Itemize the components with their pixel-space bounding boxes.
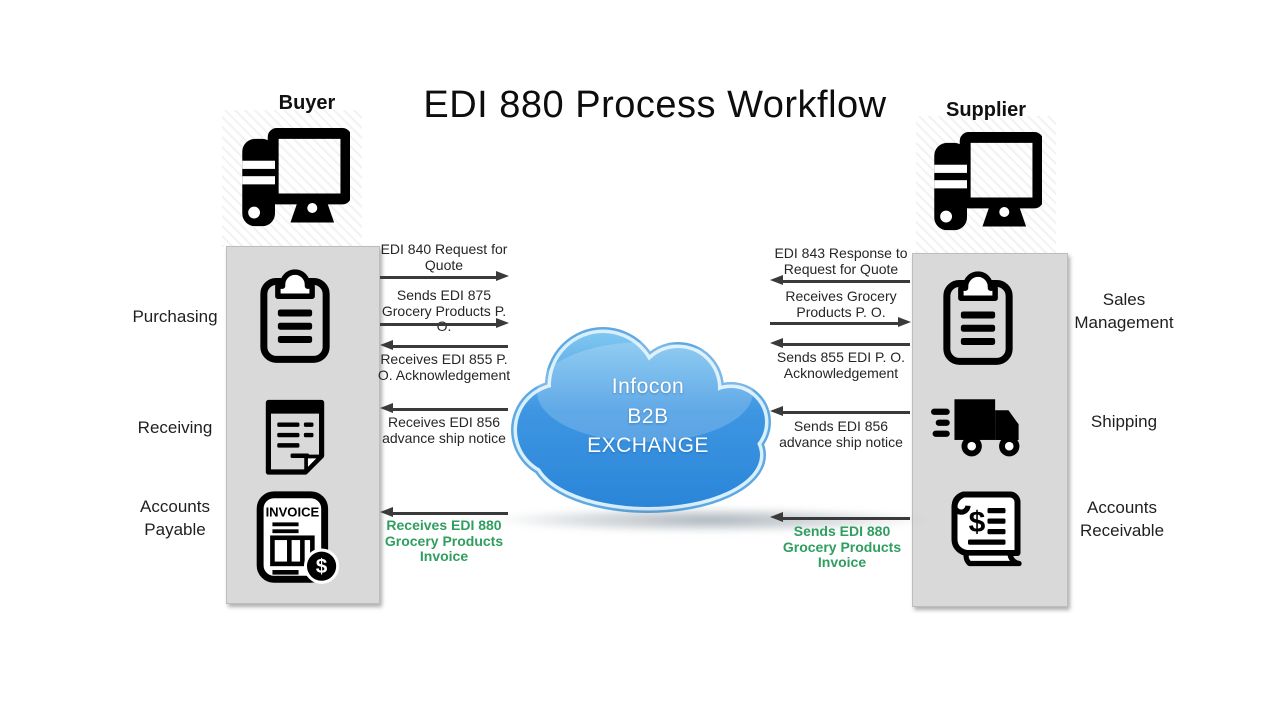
svg-text:INVOICE: INVOICE	[266, 504, 320, 519]
cloud-label: Infocon B2B EXCHANGE	[563, 372, 733, 461]
buyer-department-receiving: Receiving	[137, 418, 213, 437]
supplier-department-shipping: Shipping	[1090, 412, 1158, 431]
message-label-edi856: Receives EDI 856 advance ship notice	[382, 414, 506, 446]
arrow-sends855-left	[770, 338, 910, 348]
arrow-edi840-right	[380, 271, 509, 281]
receipt-icon: $	[951, 491, 1022, 567]
message-label-edi843: EDI 843 Response to Request for Quote	[774, 245, 908, 277]
message-label-sends856: Sends EDI 856 advance ship notice	[779, 418, 903, 450]
supplier-label: Supplier	[945, 99, 1026, 121]
svg-text:$: $	[969, 506, 986, 539]
svg-text:$: $	[316, 555, 328, 578]
supplier-department-accounts-receivable: Accounts Receivable	[1079, 498, 1165, 540]
document-icon	[265, 399, 325, 475]
clipboard-icon	[260, 269, 330, 363]
arrow-receives-po-right	[770, 317, 911, 327]
arrow-edi856-left	[380, 403, 508, 413]
arrow-sends880-left	[770, 512, 910, 522]
arrow-edi855-left	[380, 340, 508, 350]
buyer-label: Buyer	[278, 92, 336, 114]
cloud-label-line1: Infocon	[611, 375, 685, 398]
supplier-panel: $	[912, 253, 1068, 607]
cloud-shadow	[495, 507, 925, 533]
cloud-icon	[511, 327, 771, 513]
invoice-icon: INVOICE $	[256, 491, 340, 584]
message-label-receives-po: Receives Grocery Products P. O.	[785, 288, 897, 320]
message-label-edi880: Receives EDI 880 Grocery Products Invoic…	[384, 517, 504, 564]
buyer-department-purchasing: Purchasing	[132, 307, 218, 326]
cloud-label-line3: EXCHANGE	[587, 434, 709, 457]
arrow-edi880-left	[380, 507, 508, 517]
delivery-truck-icon	[931, 399, 1020, 457]
desktop-computer-icon	[242, 128, 350, 227]
message-label-sends855: Sends 855 EDI P. O. Acknowledgement	[776, 349, 906, 381]
buyer-panel: INVOICE $	[226, 246, 380, 604]
buyer-department-accounts-payable: Accounts Payable	[140, 497, 210, 539]
desktop-computer-icon	[934, 132, 1042, 231]
page-title: EDI 880 Process Workflow	[423, 84, 887, 126]
clipboard-icon	[943, 271, 1013, 365]
message-label-sends880: Sends EDI 880 Grocery Products Invoice	[782, 523, 902, 570]
cloud-label-line2: B2B	[627, 404, 669, 428]
message-label-edi875: Sends EDI 875 Grocery Products P. O.	[381, 287, 507, 334]
message-label-edi855: Receives EDI 855 P. O. Acknowledgement	[377, 351, 511, 383]
arrow-edi875-right	[380, 318, 509, 328]
arrow-sends856-left	[770, 406, 910, 416]
supplier-department-sales-management: Sales Management	[1074, 290, 1174, 332]
arrow-edi843-left	[770, 275, 910, 285]
message-label-edi840: EDI 840 Request for Quote	[380, 241, 508, 273]
